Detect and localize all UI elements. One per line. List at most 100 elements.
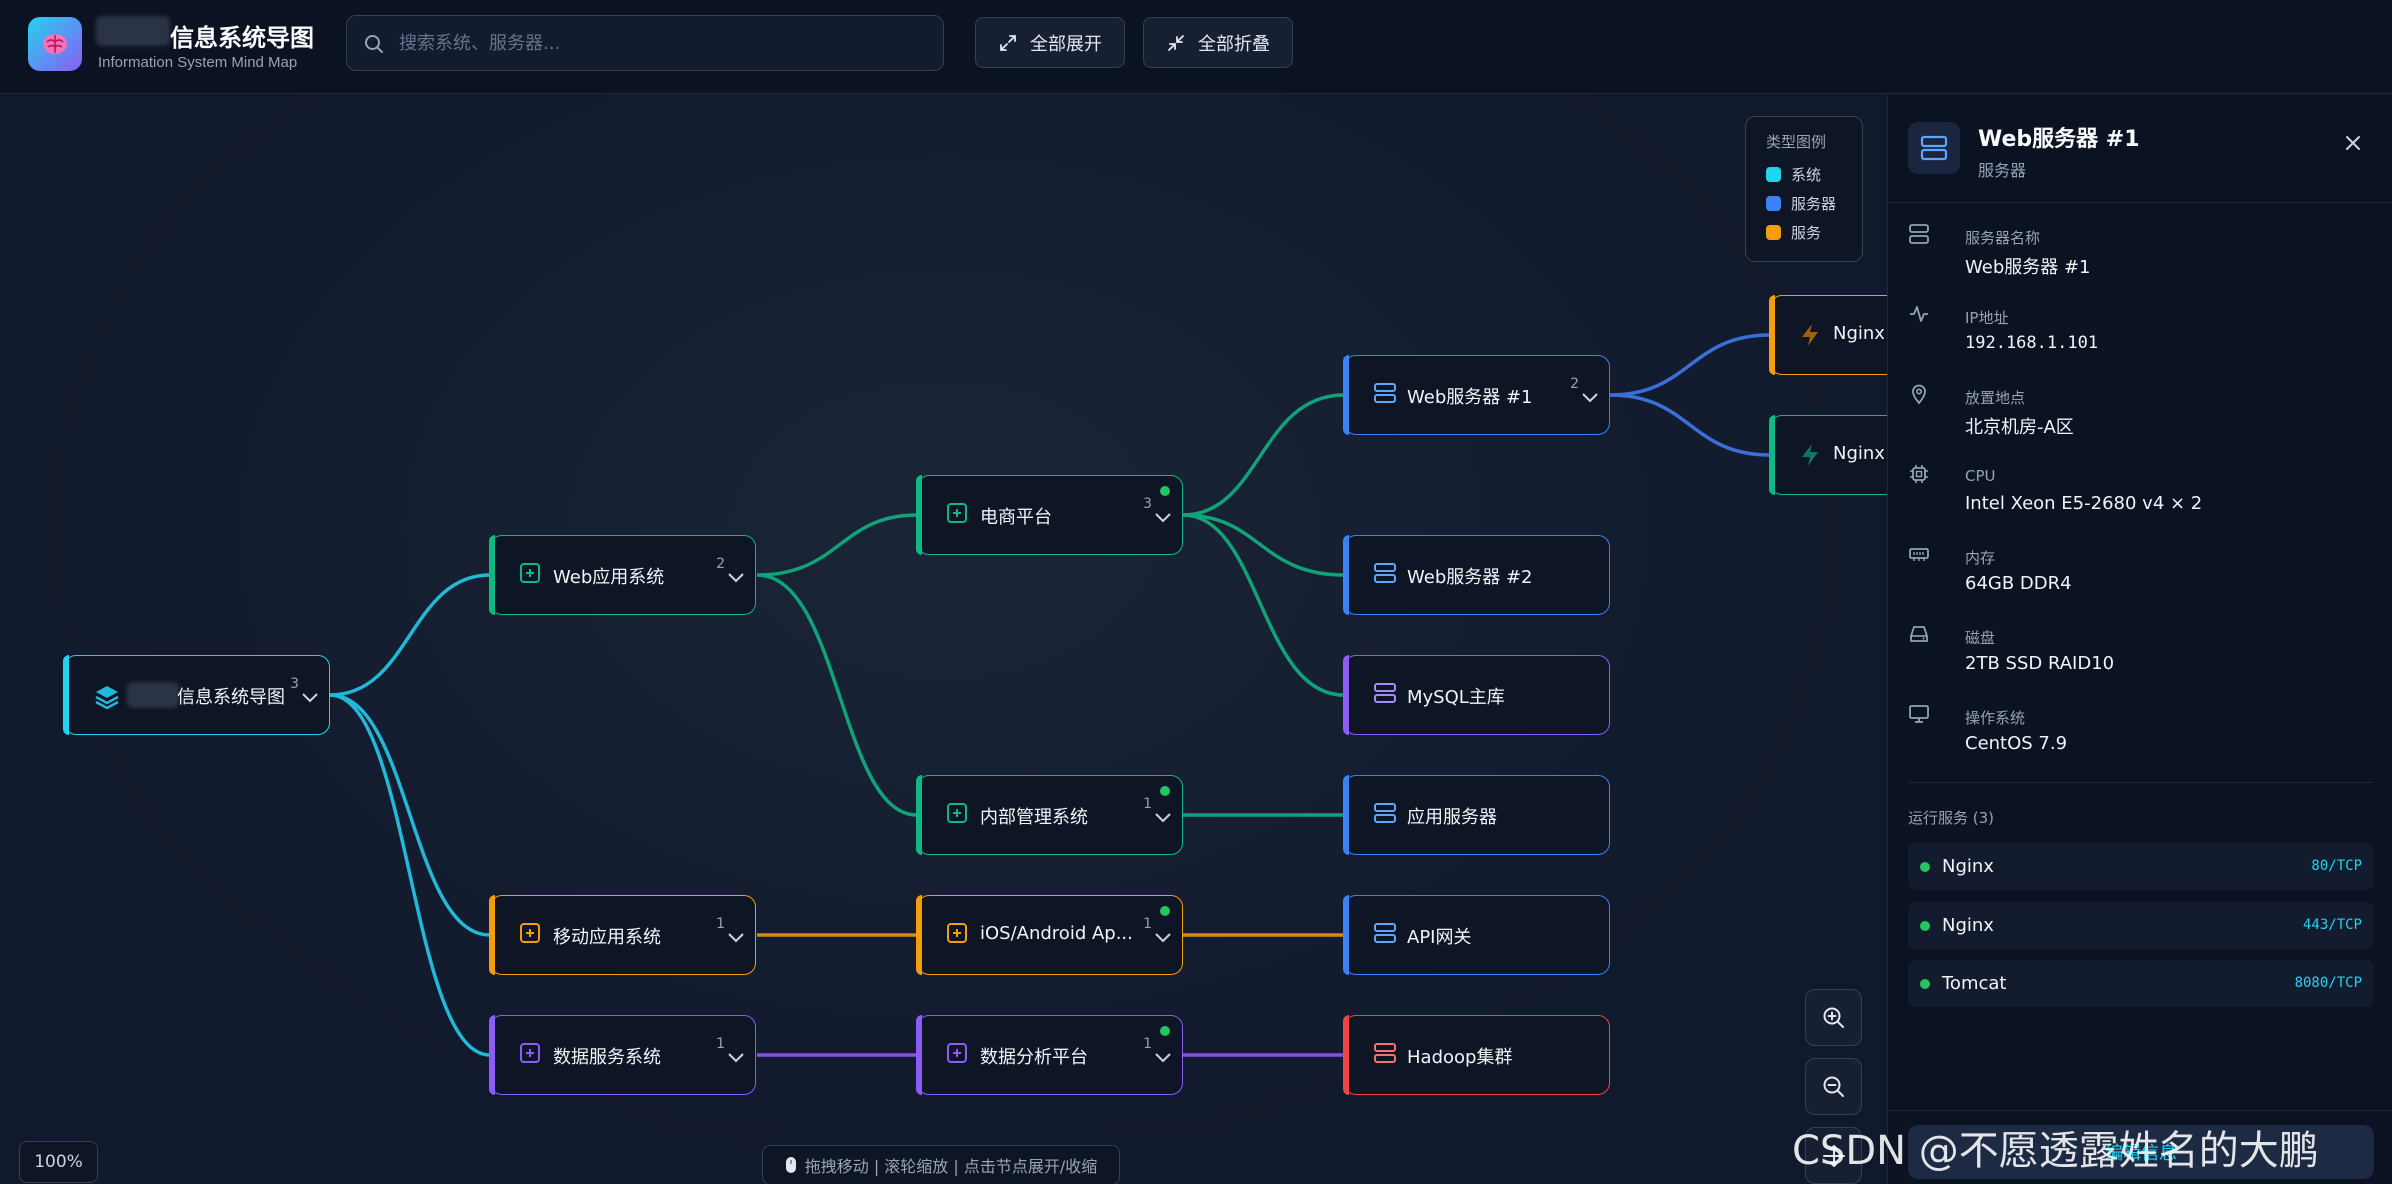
prop-key: 操作系统 bbox=[1965, 709, 2026, 727]
memory-icon bbox=[1909, 548, 1929, 561]
prop-disk: 磁盘 2TB SSD RAID10 bbox=[1908, 623, 2378, 693]
fit-view-button[interactable] bbox=[1805, 1127, 1862, 1184]
service-name: Nginx bbox=[1942, 915, 1994, 936]
prop-value: 2TB SSD RAID10 bbox=[1965, 653, 2115, 674]
service-name: Tomcat bbox=[1942, 973, 2007, 994]
prop-key: 内存 bbox=[1965, 549, 1996, 567]
child-count: 2 bbox=[716, 556, 725, 572]
mindmap-canvas[interactable]: 信息系统导图 3 Web应用系统 2 移动应用系统 1 数据服务系统 1 电商平… bbox=[0, 95, 1887, 1184]
legend-swatch bbox=[1766, 167, 1781, 182]
child-count: 1 bbox=[1143, 796, 1152, 812]
prop-value: Intel Xeon E5-2680 v4 × 2 bbox=[1965, 493, 2203, 514]
chevron-down-icon[interactable] bbox=[301, 692, 319, 704]
server-icon bbox=[1908, 122, 1960, 174]
status-dot bbox=[1920, 921, 1930, 931]
node-internal-mgmt[interactable]: 内部管理系统 1 bbox=[916, 775, 1183, 855]
chevron-down-icon[interactable] bbox=[727, 572, 745, 584]
node-label: MySQL主库 bbox=[1407, 687, 1505, 708]
node-label: Hadoop集群 bbox=[1407, 1047, 1513, 1068]
node-web-app[interactable]: Web应用系统 2 bbox=[489, 535, 756, 615]
node-nginx-1[interactable]: Nginx : bbox=[1769, 295, 1887, 375]
legend-label: 系统 bbox=[1791, 166, 1822, 184]
usage-hint: 拖拽移动 | 滚轮缩放 | 点击节点展开/收缩 bbox=[762, 1145, 1120, 1184]
node-label: 数据分析平台 bbox=[980, 1047, 1088, 1068]
service-item[interactable]: Nginx 80/TCP bbox=[1908, 843, 2374, 890]
plus-square-icon bbox=[947, 803, 967, 823]
mouse-icon bbox=[785, 1157, 796, 1173]
server-icon bbox=[1374, 683, 1396, 703]
close-icon[interactable] bbox=[2343, 133, 2363, 153]
hard-drive-icon bbox=[1910, 626, 1928, 642]
zoom-in-icon bbox=[1823, 1007, 1844, 1028]
child-count: 1 bbox=[1143, 1036, 1152, 1052]
node-label: 移动应用系统 bbox=[553, 927, 661, 948]
child-count: 2 bbox=[1570, 376, 1579, 392]
app-subtitle: Information System Mind Map bbox=[98, 54, 298, 71]
status-dot bbox=[1920, 979, 1930, 989]
collapse-icon bbox=[1168, 34, 1184, 51]
node-web-server-2[interactable]: Web服务器 #2 bbox=[1343, 535, 1610, 615]
child-count: 3 bbox=[290, 676, 299, 692]
chevron-down-icon[interactable] bbox=[1154, 1052, 1172, 1064]
server-icon bbox=[1374, 923, 1396, 943]
chevron-down-icon[interactable] bbox=[1581, 392, 1599, 404]
server-icon bbox=[1909, 224, 1929, 244]
node-label: 信息系统导图 bbox=[177, 687, 285, 708]
node-hadoop[interactable]: Hadoop集群 bbox=[1343, 1015, 1610, 1095]
usage-hint-text: 拖拽移动 | 滚轮缩放 | 点击节点展开/收缩 bbox=[804, 1157, 1098, 1176]
detail-panel: Web服务器 #1 服务器 服务器名称 Web服务器 #1 IP地址 192.1… bbox=[1887, 95, 2392, 1184]
collapse-all-label: 全部折叠 bbox=[1198, 33, 1270, 55]
chevron-down-icon[interactable] bbox=[1154, 512, 1172, 524]
search-input[interactable] bbox=[399, 16, 929, 70]
node-api-gateway[interactable]: API网关 bbox=[1343, 895, 1610, 975]
legend-swatch bbox=[1766, 196, 1781, 211]
node-label: iOS/Android Ap... bbox=[980, 923, 1133, 944]
prop-value: 192.168.1.101 bbox=[1965, 333, 2099, 353]
app-title: 信息系统导图 bbox=[170, 24, 314, 52]
node-root[interactable]: 信息系统导图 3 bbox=[63, 655, 330, 735]
service-item[interactable]: Nginx 443/TCP bbox=[1908, 902, 2374, 949]
services-title: 运行服务 (3) bbox=[1908, 809, 1995, 827]
node-label: 电商平台 bbox=[980, 507, 1052, 528]
prop-value: Web服务器 #1 bbox=[1965, 257, 2091, 278]
expand-all-button[interactable]: 全部展开 bbox=[975, 17, 1125, 68]
node-label: Nginx : bbox=[1833, 323, 1887, 344]
detail-type: 服务器 bbox=[1978, 161, 2027, 180]
service-item[interactable]: Tomcat 8080/TCP bbox=[1908, 960, 2374, 1007]
node-ios-android[interactable]: iOS/Android Ap... 1 bbox=[916, 895, 1183, 975]
node-label: Web应用系统 bbox=[553, 567, 665, 588]
legend-item-service: 服务 bbox=[1766, 218, 1842, 247]
chevron-down-icon[interactable] bbox=[1154, 932, 1172, 944]
search-box[interactable] bbox=[346, 15, 944, 71]
bolt-icon bbox=[1802, 444, 1818, 466]
move-icon bbox=[1822, 1144, 1845, 1167]
node-web-server-1[interactable]: Web服务器 #1 2 bbox=[1343, 355, 1610, 435]
zoom-out-icon bbox=[1823, 1076, 1844, 1097]
chevron-down-icon[interactable] bbox=[727, 932, 745, 944]
node-label: 内部管理系统 bbox=[980, 807, 1088, 828]
collapse-all-button[interactable]: 全部折叠 bbox=[1143, 17, 1293, 68]
node-label: 数据服务系统 bbox=[553, 1047, 661, 1068]
node-nginx-2[interactable]: Nginx : bbox=[1769, 415, 1887, 495]
status-dot bbox=[1160, 906, 1170, 916]
brain-logo-icon bbox=[28, 17, 82, 71]
zoom-out-button[interactable] bbox=[1805, 1058, 1862, 1115]
child-count: 3 bbox=[1143, 496, 1152, 512]
status-dot bbox=[1920, 862, 1930, 872]
node-mysql[interactable]: MySQL主库 bbox=[1343, 655, 1610, 735]
node-app-server[interactable]: 应用服务器 bbox=[1343, 775, 1610, 855]
expand-all-label: 全部展开 bbox=[1030, 33, 1102, 55]
edit-info-button[interactable]: 编辑信息 bbox=[1908, 1125, 2374, 1179]
node-data-analysis[interactable]: 数据分析平台 1 bbox=[916, 1015, 1183, 1095]
legend-item-system: 系统 bbox=[1766, 160, 1842, 189]
node-data-service[interactable]: 数据服务系统 1 bbox=[489, 1015, 756, 1095]
service-name: Nginx bbox=[1942, 856, 1994, 877]
chevron-down-icon[interactable] bbox=[1154, 812, 1172, 824]
status-dot bbox=[1160, 486, 1170, 496]
node-ecommerce[interactable]: 电商平台 3 bbox=[916, 475, 1183, 555]
node-mobile-app[interactable]: 移动应用系统 1 bbox=[489, 895, 756, 975]
chevron-down-icon[interactable] bbox=[727, 1052, 745, 1064]
zoom-in-button[interactable] bbox=[1805, 989, 1862, 1046]
detail-footer: 编辑信息 bbox=[1888, 1110, 2392, 1184]
legend-title: 类型图例 bbox=[1766, 133, 1827, 151]
